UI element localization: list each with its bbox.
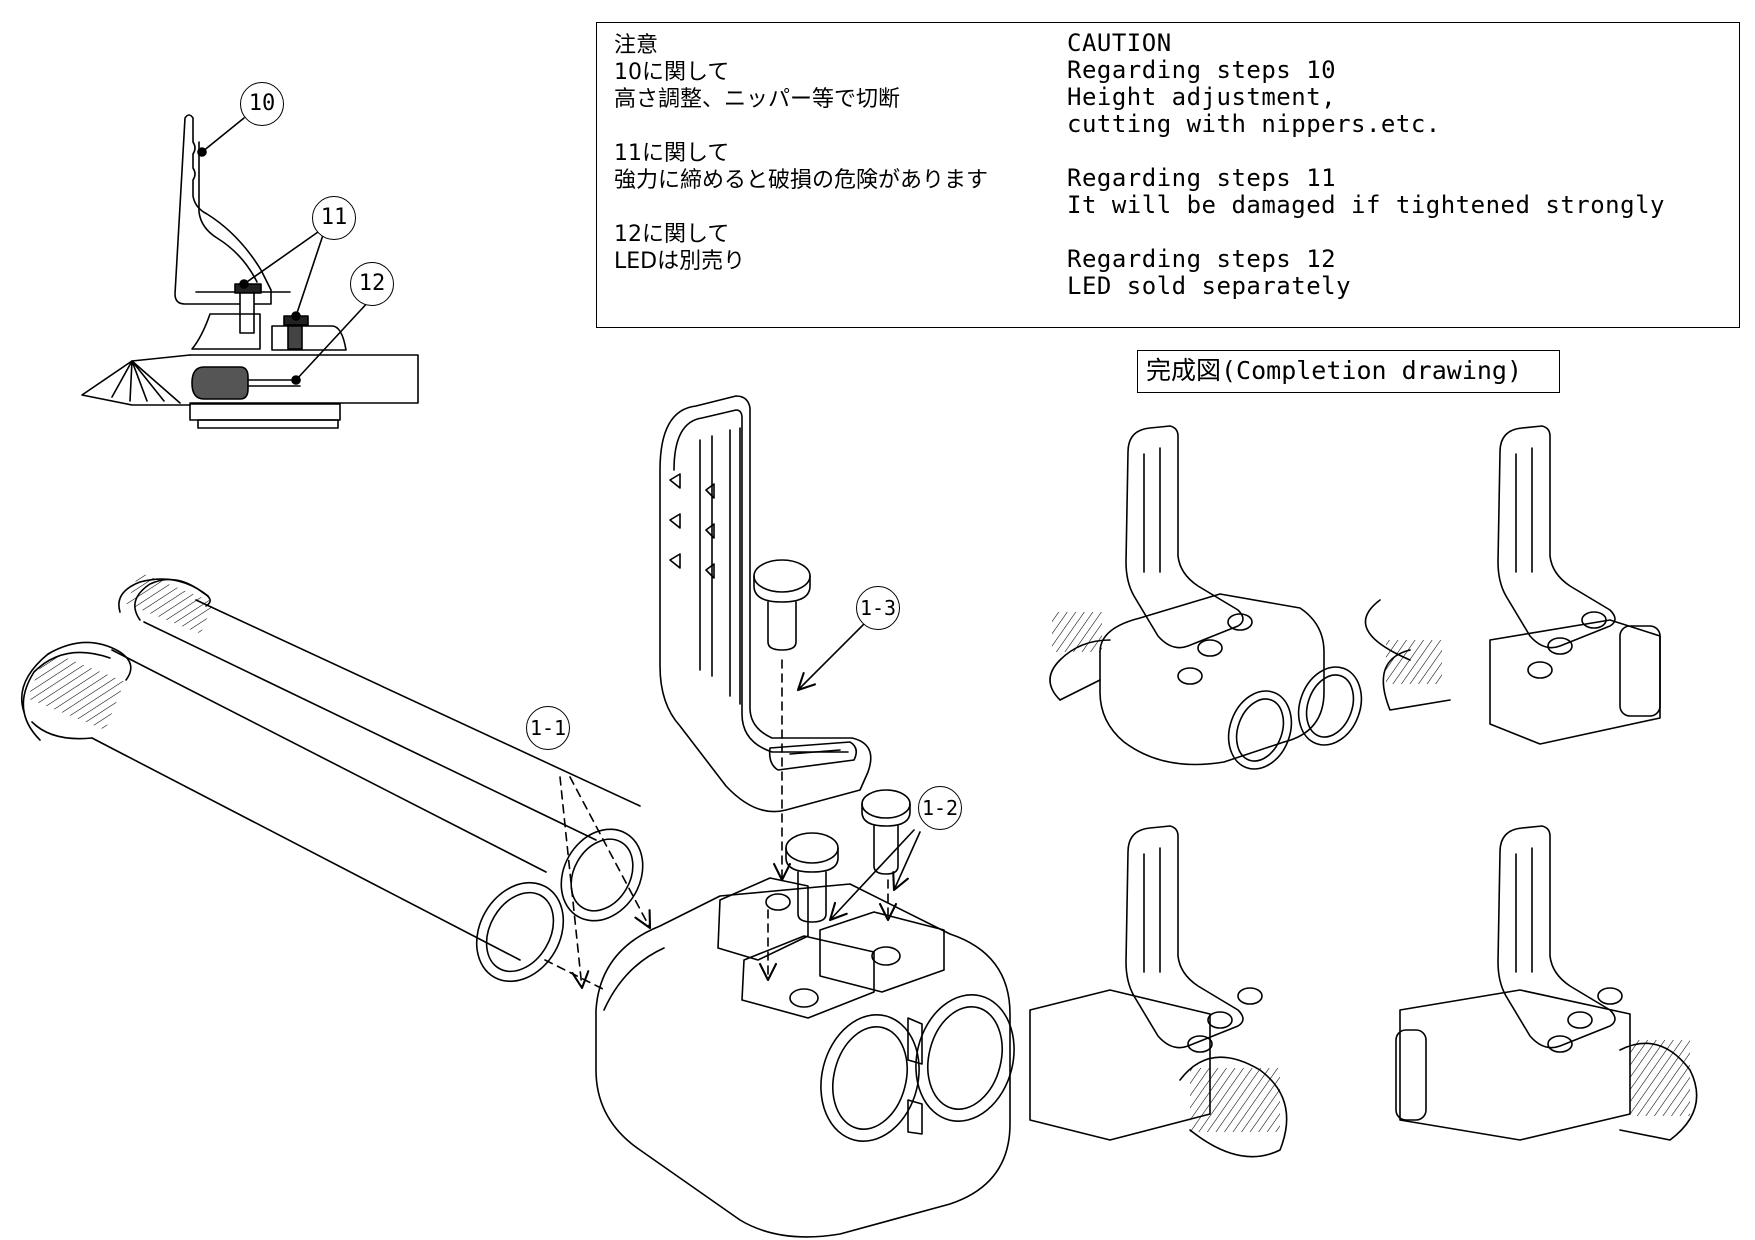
- caution-en-step10-heading: Regarding steps 10: [1067, 56, 1337, 84]
- led-section: [191, 366, 301, 400]
- stand-part: [659, 395, 872, 982]
- caution-en-step10-line2: cutting with nippers.etc.: [1067, 110, 1441, 138]
- callout-step-12: 12: [350, 262, 394, 306]
- caution-jp-step12-text: LEDは別売り: [614, 249, 746, 274]
- caution-jp-step10-heading: 10に関して: [614, 60, 730, 85]
- callout-part-1-1: 1-1: [526, 706, 570, 750]
- body-part: [595, 877, 1015, 1238]
- completion-view-3: [1029, 825, 1288, 1158]
- stand-section: [174, 114, 272, 305]
- completion-view-2: [1364, 425, 1661, 745]
- completion-view-1: [1049, 425, 1363, 770]
- callout-step-10: 10: [240, 82, 284, 126]
- pin-parts: [785, 789, 921, 923]
- caution-en-title: CAUTION: [1067, 29, 1172, 57]
- tube-parts: [20, 572, 652, 991]
- caution-en-step10-line1: Height adjustment,: [1067, 83, 1337, 111]
- caution-jp-step11-text: 強力に締めると破損の危険があります: [614, 168, 989, 193]
- caution-en-step11-text: It will be damaged if tightened strongly: [1067, 191, 1665, 219]
- completion-drawings: [1029, 425, 1698, 1158]
- caution-jp-title: 注意: [614, 33, 659, 58]
- callout-part-1-3: 1-3: [856, 586, 900, 630]
- caution-en-step12-heading: Regarding steps 12: [1067, 245, 1337, 273]
- cross-section-detail: [81, 114, 419, 429]
- caution-jp-step11-heading: 11に関して: [614, 141, 730, 166]
- callout-part-1-2: 1-2: [918, 786, 962, 830]
- caution-box: [596, 22, 1740, 328]
- caution-en-step12-text: LED sold separately: [1067, 272, 1352, 300]
- caution-en-step11-heading: Regarding steps 11: [1067, 164, 1337, 192]
- tube-section: [81, 354, 419, 406]
- caution-jp-step12-heading: 12に関して: [614, 222, 730, 247]
- caution-jp-step10-text: 高さ調整、ニッパー等で切断: [614, 87, 901, 112]
- completion-drawing-label: 完成図(Completion drawing): [1137, 350, 1560, 393]
- completion-view-4: [1395, 825, 1698, 1141]
- callout-step-11: 11: [312, 196, 356, 240]
- body-section: [191, 313, 261, 350]
